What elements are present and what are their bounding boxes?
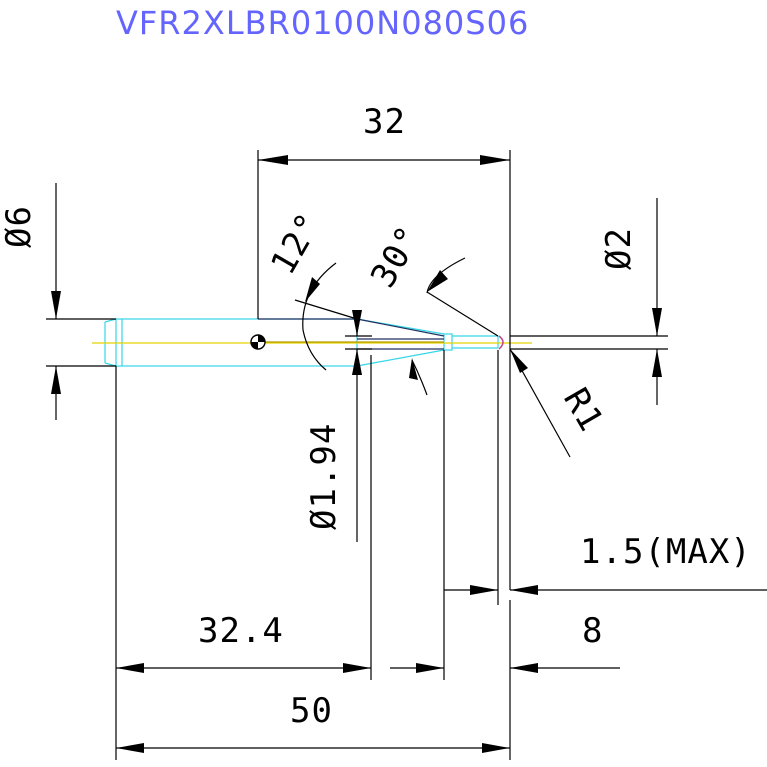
dimension-flute-length <box>257 150 511 590</box>
dimension-radius <box>509 348 571 458</box>
dimension-label-8: 8 <box>582 611 603 651</box>
dimension-tip-diameter <box>510 198 668 405</box>
dimension-label-32: 32 <box>363 102 406 142</box>
tip-mark <box>498 335 504 350</box>
dimension-max <box>444 350 767 605</box>
dimension-label-d2: Ø2 <box>599 227 639 270</box>
dimension-angle-12 <box>294 262 358 371</box>
dimension-label-d6: Ø6 <box>0 205 39 248</box>
datum-marker <box>250 334 266 350</box>
dimension-label-d194: Ø1.94 <box>304 423 344 530</box>
dimension-tip-length <box>390 350 620 680</box>
dimension-label-12deg: 12° <box>263 206 330 282</box>
dimension-label-32-4: 32.4 <box>198 611 284 651</box>
dimension-label-r1: R1 <box>555 382 611 439</box>
dimension-angle-30 <box>409 257 499 396</box>
dimension-neck-diameter <box>345 310 372 542</box>
dimension-neck-length <box>115 355 372 760</box>
dimension-overall-length <box>116 600 511 760</box>
dimension-label-30deg: 30° <box>363 219 430 295</box>
dimension-label-50: 50 <box>290 691 333 731</box>
dimension-shank-diameter <box>46 183 116 420</box>
drawing-title: VFR2XLBR0100N080S06 <box>116 4 529 42</box>
dimension-label-max: 1.5(MAX) <box>580 532 752 572</box>
